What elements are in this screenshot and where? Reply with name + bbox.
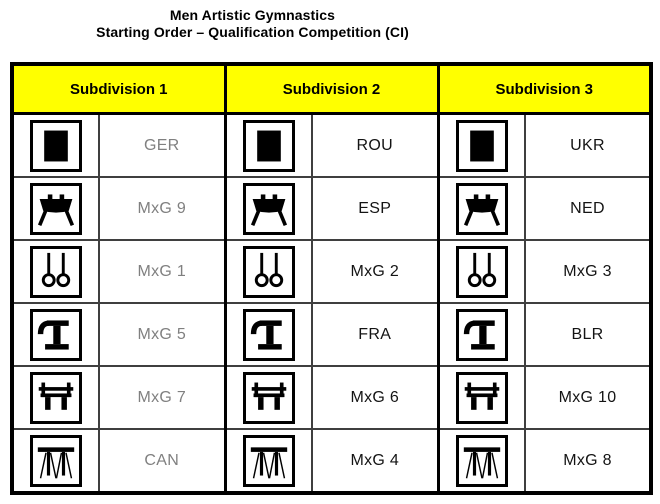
group-label: MxG 5: [98, 302, 226, 367]
floor-icon-cell: [436, 112, 526, 178]
pommel-horse-icon: [455, 182, 508, 235]
subdivision-1-header: Subdivision 1: [12, 64, 225, 115]
rings-icon-cell: [436, 239, 526, 304]
group-label: MxG 7: [98, 365, 226, 430]
horizontal-bar-icon: [455, 434, 508, 487]
vault-icon: [242, 308, 295, 361]
floor-icon-cell: [11, 112, 100, 178]
horizontal-bar-icon: [30, 434, 82, 487]
parallel-bars-icon: [242, 371, 295, 424]
group-label: ROU: [311, 112, 439, 178]
subdivision-3-header: Subdivision 3: [436, 64, 651, 115]
parallel-bars-icon-cell: [436, 365, 526, 430]
parallel-bars-icon-cell: [223, 365, 313, 430]
group-label: NED: [524, 176, 652, 241]
vault-icon-cell: [436, 302, 526, 367]
table-row: MxG 1 MxG 2 MxG 3: [11, 239, 652, 304]
group-label: MxG 9: [98, 176, 226, 241]
group-label: UKR: [524, 112, 652, 178]
document-title: Men Artistic Gymnastics Starting Order –…: [0, 0, 505, 41]
group-label: CAN: [98, 428, 226, 494]
table-row: MxG 5 FRA BLR: [11, 302, 652, 367]
vault-icon-cell: [11, 302, 100, 367]
group-label: ESP: [311, 176, 439, 241]
pommel-horse-icon-cell: [436, 176, 526, 241]
table-row: MxG 7 MxG 6 MxG 10: [11, 365, 652, 430]
group-label: MxG 8: [524, 428, 652, 494]
rings-icon: [455, 245, 508, 298]
group-label: GER: [98, 112, 226, 178]
group-label: MxG 10: [524, 365, 652, 430]
floor-icon: [30, 119, 82, 172]
rings-icon-cell: [11, 239, 100, 304]
subdivision-2-header: Subdivision 2: [223, 64, 438, 115]
group-label: BLR: [524, 302, 652, 367]
pommel-horse-icon-cell: [11, 176, 100, 241]
group-label: MxG 1: [98, 239, 226, 304]
title-line-2: Starting Order – Qualification Competiti…: [96, 24, 409, 40]
floor-icon: [242, 119, 295, 172]
group-label: MxG 4: [311, 428, 439, 494]
parallel-bars-icon-cell: [11, 365, 100, 430]
group-label: MxG 3: [524, 239, 652, 304]
vault-icon: [455, 308, 508, 361]
table-row: GER ROU UKR: [11, 112, 652, 178]
group-label: MxG 2: [311, 239, 439, 304]
table-row: CAN MxG 4 MxG 8: [11, 428, 652, 494]
horizontal-bar-icon: [242, 434, 295, 487]
vault-icon-cell: [223, 302, 313, 367]
table-row: MxG 9 ESP NED: [11, 176, 652, 241]
pommel-horse-icon: [30, 182, 82, 235]
header-row: Subdivision 1 Subdivision 2 Subdivision …: [12, 64, 651, 115]
pommel-horse-icon-cell: [223, 176, 313, 241]
rings-icon-cell: [223, 239, 313, 304]
title-line-1: Men Artistic Gymnastics: [169, 7, 336, 23]
horizontal-bar-icon-cell: [223, 428, 313, 494]
horizontal-bar-icon-cell: [436, 428, 526, 494]
rings-icon: [242, 245, 295, 298]
rings-icon: [30, 245, 82, 298]
vault-icon: [30, 308, 82, 361]
pommel-horse-icon: [242, 182, 295, 235]
group-label: FRA: [311, 302, 439, 367]
group-label: MxG 6: [311, 365, 439, 430]
starting-order-table: Subdivision 1 Subdivision 2 Subdivision …: [10, 62, 653, 495]
floor-icon-cell: [223, 112, 313, 178]
parallel-bars-icon: [455, 371, 508, 424]
floor-icon: [455, 119, 508, 172]
horizontal-bar-icon-cell: [11, 428, 100, 494]
parallel-bars-icon: [30, 371, 82, 424]
